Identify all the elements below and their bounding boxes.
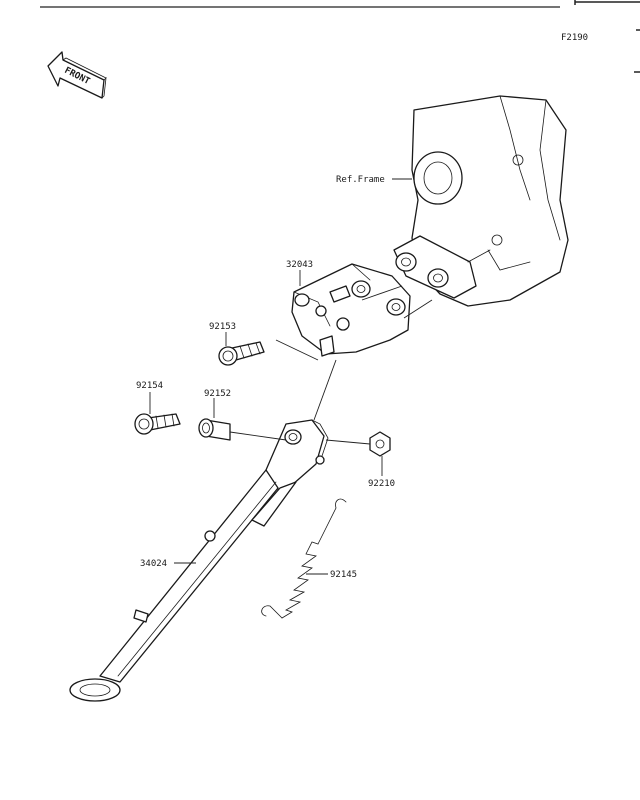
nut-92210 — [369, 431, 391, 457]
label-32043: 32043 — [286, 260, 313, 270]
corner-mark — [574, 0, 640, 5]
side-stand-34024 — [69, 419, 329, 702]
label-34024: 34024 — [140, 559, 167, 569]
label-92153: 92153 — [209, 322, 236, 332]
ref-frame-label: Ref.Frame — [336, 175, 385, 185]
label-92152: 92152 — [204, 389, 231, 399]
bolt-92154 — [134, 413, 181, 435]
bracket-assembly-line — [275, 285, 433, 361]
label-92154: 92154 — [136, 381, 163, 391]
stand-bolt-line — [229, 431, 287, 441]
spring-92145 — [261, 498, 347, 619]
bracket-32043 — [291, 263, 411, 357]
collar-92152 — [198, 418, 231, 441]
label-92210: 92210 — [368, 479, 395, 489]
label-92145: 92145 — [330, 570, 357, 580]
frame-drawing — [393, 95, 569, 307]
front-arrow-icon: FRONT — [47, 51, 107, 99]
stand-bracket-line — [313, 359, 337, 421]
bolt-92153 — [218, 341, 265, 366]
nut-assembly-line — [325, 439, 371, 445]
figure-code: F2190 — [561, 33, 588, 43]
